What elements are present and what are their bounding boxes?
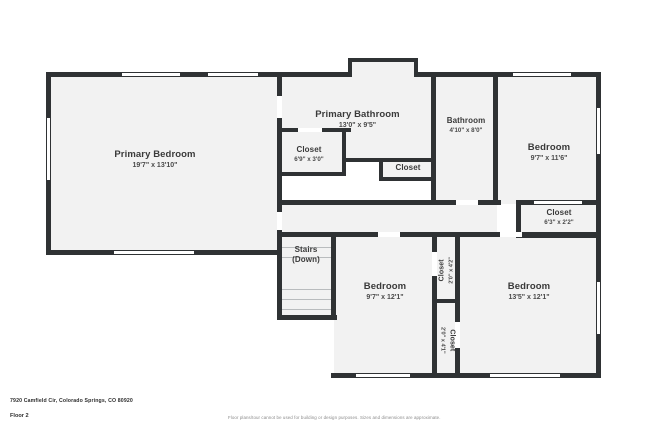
- room-closet-upper-mid: [436, 236, 458, 302]
- room-closet-hall: [382, 162, 434, 180]
- stair-tread: [282, 289, 331, 290]
- wall-closet-primary-right: [342, 128, 346, 176]
- wall-closet-primary-bottom: [277, 172, 346, 176]
- wall-bedroom-br-top: [455, 232, 601, 237]
- window-bedroom-top-right-side: [596, 108, 601, 154]
- stair-tread: [282, 309, 331, 310]
- wall-primary-bathroom-alcove-top: [348, 58, 418, 62]
- wall-primary-bathroom-top: [277, 72, 352, 77]
- floor-label: Floor 2: [10, 413, 29, 419]
- wall-bedroom-br-bottom: [331, 373, 601, 378]
- window-bedroom-top-right: [513, 72, 571, 77]
- wall-stairs-right: [331, 232, 336, 320]
- doorway-closet-lower-mid: [455, 322, 460, 348]
- wall-bathroom-left: [431, 72, 436, 205]
- window-bedroom-br-right: [596, 282, 601, 334]
- room-stairs: [280, 236, 334, 319]
- disclaimer-text: Floor plans/tour cannot be used for buil…: [228, 415, 441, 420]
- doorway-bathroom: [456, 200, 478, 205]
- room-primary-bedroom: [46, 72, 280, 255]
- wall-bathroom-right: [493, 72, 498, 205]
- window-bedroom-center-bottom: [356, 373, 410, 378]
- room-primary-bathroom: [280, 72, 435, 132]
- wall-closet-mid-divider: [436, 299, 458, 303]
- window-primary-bedroom-bottom: [114, 250, 194, 255]
- wall-stairs-bottom: [277, 315, 337, 320]
- property-address: 7920 Camfield Cir, Colorado Springs, CO …: [10, 398, 133, 404]
- wall-stairs-left: [277, 232, 282, 320]
- floor-plan-canvas: Primary Bedroom 19'7" x 13'10" Primary B…: [46, 58, 601, 378]
- opening-closet-right-front: [534, 200, 582, 205]
- wall-closet-hall-left: [379, 158, 383, 181]
- wall-hallway-top: [277, 200, 501, 205]
- wall-primary-bath-lower-bottom: [346, 158, 435, 162]
- wall-hallway-bottom-left: [277, 232, 337, 237]
- wall-primary-bathroom-alcove-left: [348, 58, 352, 77]
- footer: 7920 Camfield Cir, Colorado Springs, CO …: [0, 393, 650, 433]
- window-bedroom-br-bottom: [490, 373, 560, 378]
- doorway-bedroom-center: [378, 232, 400, 237]
- room-bedroom-center: [334, 236, 436, 378]
- wall-closet-hall-right: [431, 158, 435, 181]
- doorway-closet-primary: [298, 128, 322, 132]
- room-primary-bathroom-alcove: [348, 58, 414, 74]
- room-bathroom: [435, 72, 497, 204]
- room-closet-lower-mid: [436, 302, 458, 378]
- window-primary-bedroom-top-1: [122, 72, 180, 77]
- wall-primary-bedroom-right: [277, 72, 282, 255]
- doorway-hallway-to-primary: [277, 212, 282, 230]
- wall-bedroom-center-right: [432, 232, 437, 378]
- wall-closet-right-outer: [596, 200, 601, 238]
- stair-tread: [282, 247, 331, 248]
- wall-closet-hall-bottom: [379, 177, 435, 181]
- window-primary-bedroom-left: [46, 118, 51, 180]
- doorway-bedroom-br: [500, 232, 522, 237]
- room-primary-bath-lower: [346, 132, 435, 162]
- wall-closet-mid-right: [455, 232, 460, 378]
- room-bedroom-top-right: [497, 72, 601, 204]
- wall-primary-bathroom-top-right: [414, 72, 500, 77]
- room-hallway: [280, 204, 497, 236]
- doorway-primary-bathroom: [277, 96, 282, 118]
- room-closet-primary: [272, 132, 346, 174]
- room-bedroom-bottom-right: [458, 236, 601, 378]
- stair-tread: [282, 299, 331, 300]
- stair-tread: [282, 257, 331, 258]
- doorway-closet-upper-mid: [432, 252, 437, 276]
- wall-primary-bathroom-alcove-right: [414, 58, 418, 77]
- wall-closet-right-left: [516, 200, 521, 238]
- window-primary-bedroom-top-2: [208, 72, 258, 77]
